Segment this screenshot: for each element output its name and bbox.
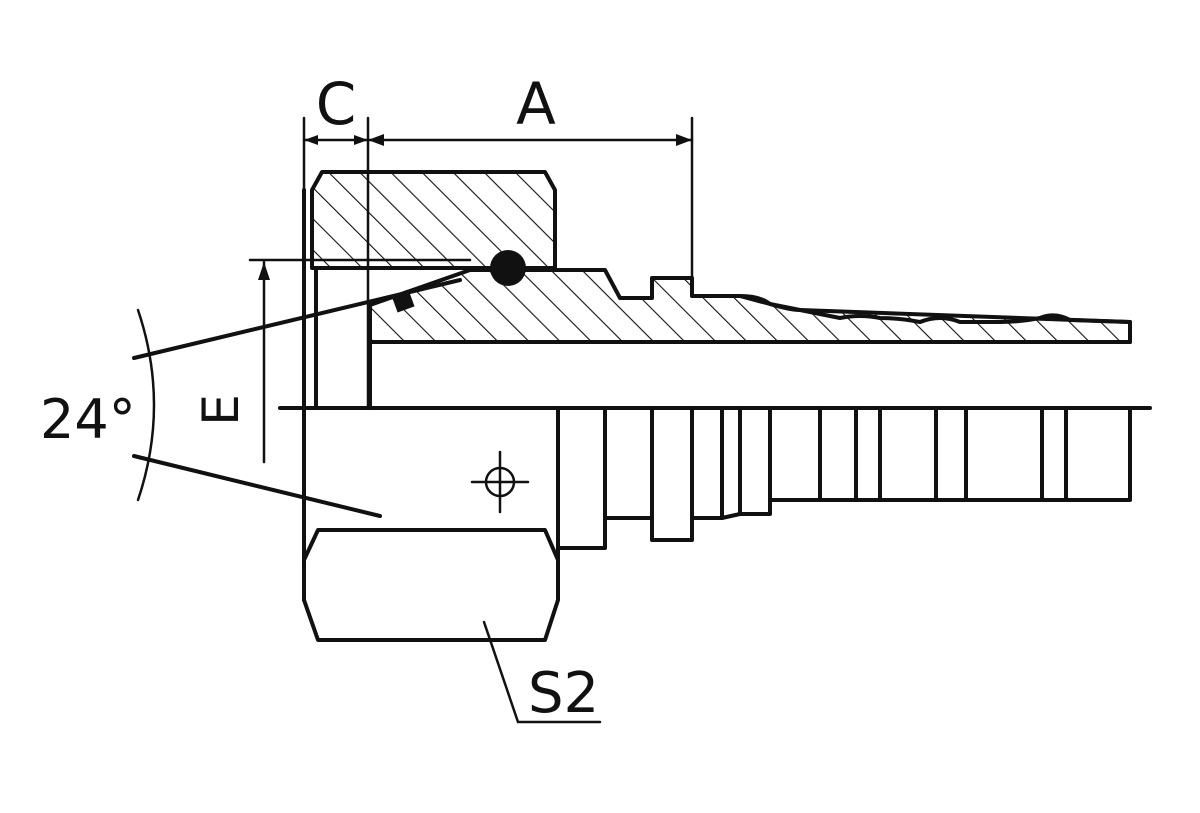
barb-2 <box>768 406 822 502</box>
dim-a-arrow-left <box>368 134 384 146</box>
tail-end <box>1064 406 1132 502</box>
barb-7 <box>964 406 1044 502</box>
s2-leader <box>482 620 602 724</box>
nut-body <box>302 406 560 642</box>
hex-size-label: S2 <box>528 661 599 726</box>
o-ring <box>490 250 526 286</box>
dim-e-arrow <box>258 262 270 280</box>
dim-c-arrow-left <box>304 135 318 145</box>
angle-label: 24° <box>40 388 136 451</box>
insert-section <box>368 268 1132 344</box>
angle-line-lower <box>132 454 382 518</box>
angle-line-upper <box>132 278 462 360</box>
angle-arc <box>136 308 156 502</box>
barb-8 <box>1040 406 1068 502</box>
hex-flat <box>302 528 560 562</box>
insert-exterior <box>556 406 724 550</box>
barb-3 <box>818 406 858 502</box>
barb-profile <box>738 294 1132 324</box>
dim-e-label: E <box>192 394 250 426</box>
dim-a-arrow-right <box>676 134 692 146</box>
barb-6 <box>934 406 968 502</box>
dim-c-label: C <box>316 70 357 138</box>
dim-a-label: A <box>516 70 556 138</box>
barb-1 <box>720 406 772 520</box>
nut-section <box>310 170 557 270</box>
dim-c-arrow-right <box>354 135 368 145</box>
barb-4 <box>854 406 882 502</box>
barb-5 <box>878 406 938 502</box>
